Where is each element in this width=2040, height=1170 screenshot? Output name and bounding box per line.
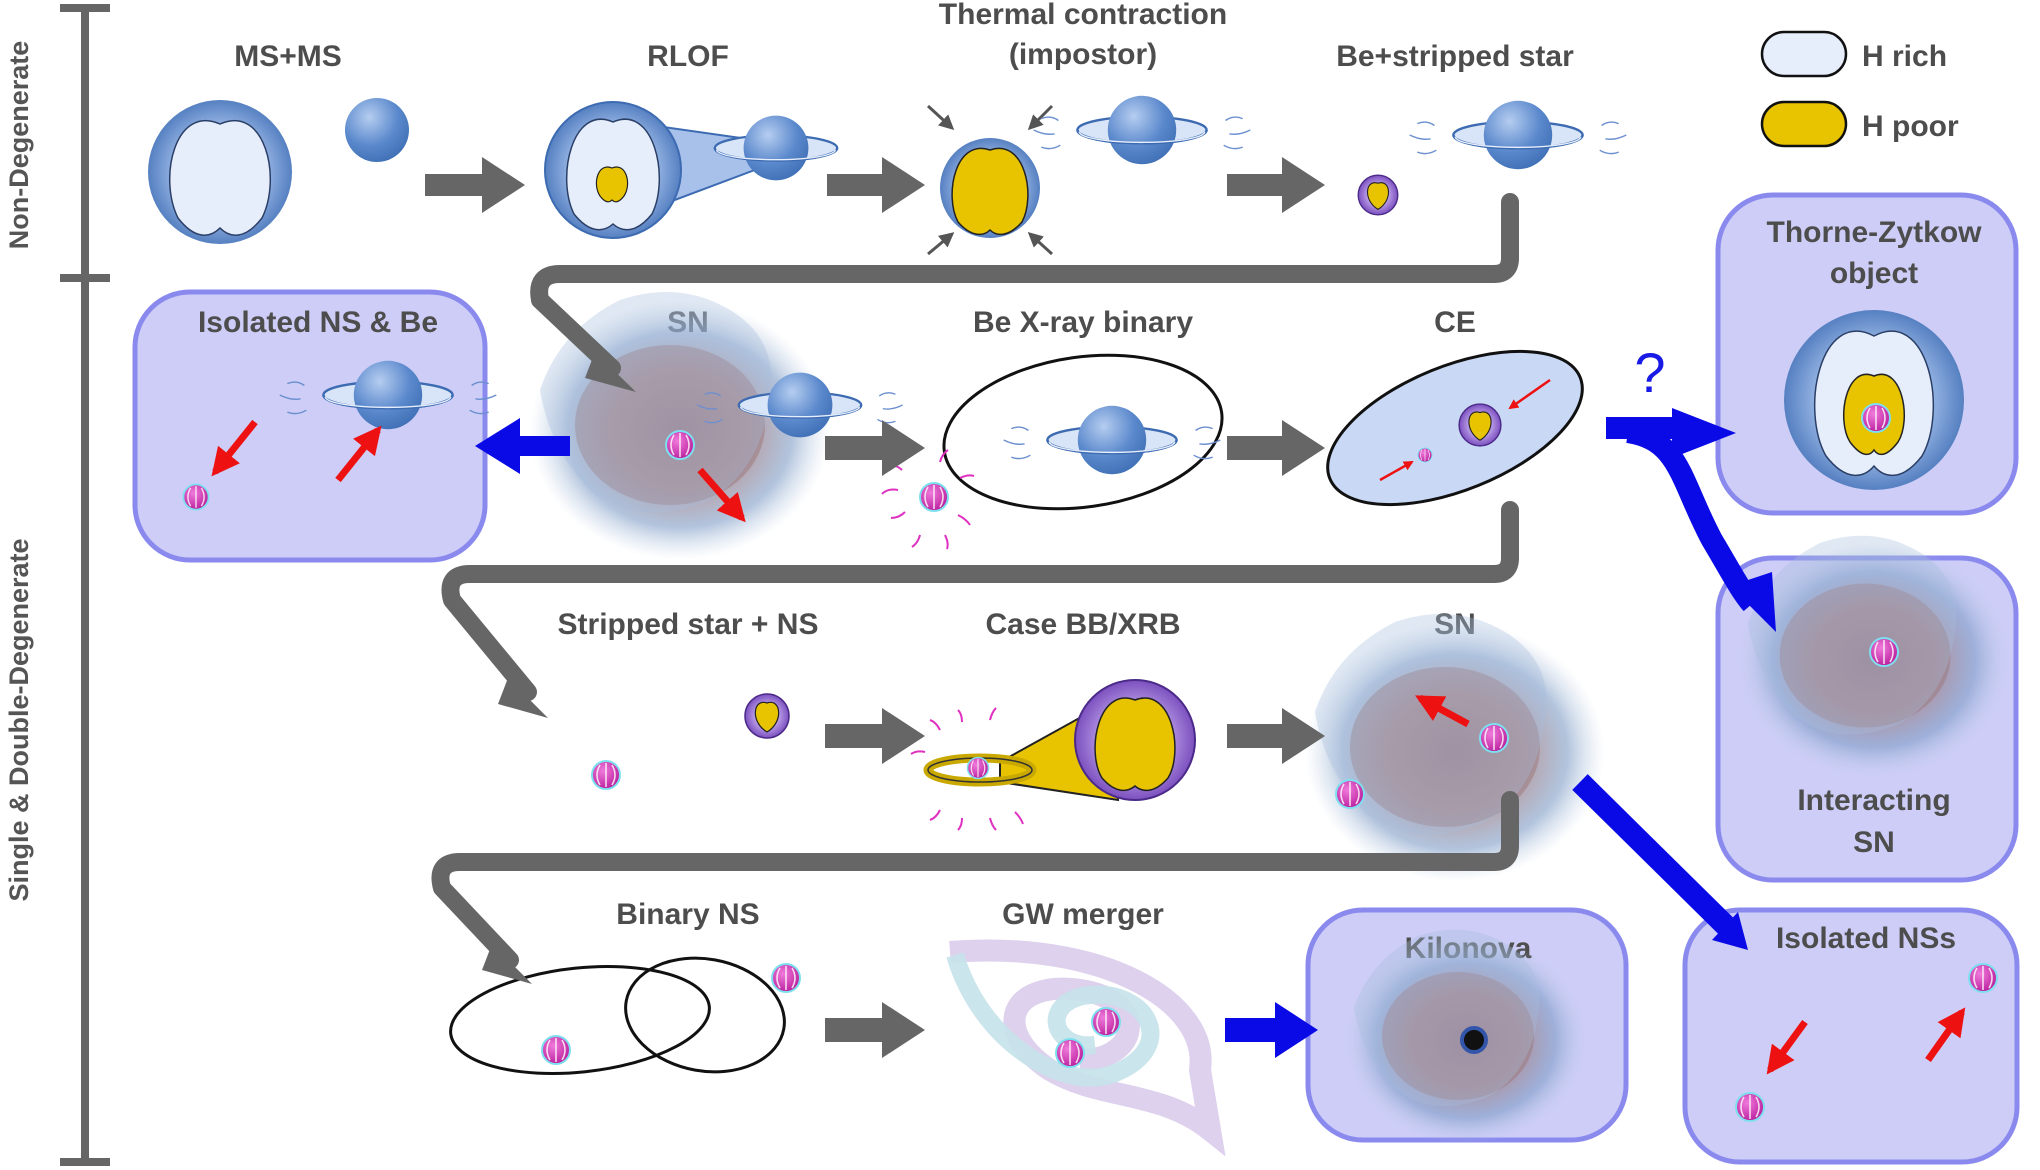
connector-heads	[482, 352, 636, 984]
outcome-arrow	[1225, 1002, 1318, 1058]
kick-arrow	[697, 467, 746, 523]
outcome-arrows	[475, 408, 1776, 1058]
label-rlof: RLOF	[647, 40, 729, 73]
kick-arrow	[1925, 1007, 1966, 1063]
label-interacting-1: Interacting	[1797, 784, 1950, 817]
stripped-ns-system	[591, 693, 790, 790]
ms-ms-system	[148, 98, 409, 244]
label-case-bb: Case BB/XRB	[985, 608, 1180, 641]
label-binary-ns: Binary NS	[616, 898, 759, 931]
side-label-top: Non-Degenerate	[4, 41, 34, 250]
binary-ns-system	[449, 956, 801, 1075]
tzo-content	[1784, 310, 1964, 490]
label-be-stripped: Be+stripped star	[1336, 40, 1574, 73]
label-ce: CE	[1434, 306, 1476, 339]
label-tzo-1: Thorne-Zytkow	[1767, 216, 1983, 249]
label-thermal-1: Thermal contraction	[939, 0, 1227, 31]
flow-arrow	[825, 1002, 925, 1058]
isolated-nss-content	[1735, 963, 1998, 1122]
legend-h-rich-swatch	[1760, 30, 1848, 78]
gw-merger-system	[946, 939, 1226, 1157]
kick-arrow	[211, 419, 258, 477]
label-isolated-ns-be: Isolated NS & Be	[198, 306, 438, 339]
label-ms-ms: MS+MS	[234, 40, 342, 73]
flow-arrow	[1227, 420, 1325, 476]
flow-arrow	[425, 157, 525, 213]
flow-arrow	[827, 157, 925, 213]
kick-arrow	[1766, 1019, 1808, 1075]
rlof-system	[544, 101, 839, 239]
label-thermal-2: (impostor)	[1009, 38, 1157, 71]
sn1-system	[530, 292, 904, 560]
thermal-contraction-system	[926, 94, 1252, 256]
ce-system	[1326, 349, 1584, 507]
sn2-system	[1305, 614, 1605, 882]
outcome-box-isolated-ns-be	[132, 289, 488, 563]
label-be-xrb: Be X-ray binary	[973, 306, 1193, 339]
flow-arrow	[1227, 708, 1325, 764]
legend-h-rich-label: H rich	[1862, 40, 1947, 73]
legend: H rich H poor	[1760, 30, 1959, 148]
outcome-arrow	[1672, 408, 1736, 458]
side-label-bottom: Single & Double-Degenerate	[4, 538, 34, 901]
label-gw-merger: GW merger	[1002, 898, 1164, 931]
kick-arrow	[335, 425, 382, 483]
be-xrb-system	[881, 353, 1224, 550]
flow-arrow	[825, 708, 925, 764]
kick-arrow	[1415, 694, 1470, 728]
kilonova-content	[1346, 929, 1586, 1144]
label-interacting-2: SN	[1853, 826, 1895, 859]
label-question: ?	[1634, 341, 1665, 404]
flow-arrows	[425, 157, 1325, 1058]
case-bb-system	[910, 679, 1196, 831]
label-stripped-ns: Stripped star + NS	[558, 608, 819, 641]
outcome-box-isolated-nss	[1682, 907, 2020, 1165]
label-tzo-2: object	[1830, 257, 1918, 290]
label-isolated-nss: Isolated NSs	[1776, 922, 1956, 955]
row-connectors	[431, 193, 1519, 969]
outcome-arrow	[1730, 572, 1776, 632]
outcome-arrow	[1712, 912, 1748, 950]
legend-h-poor-label: H poor	[1862, 110, 1959, 143]
flow-arrow	[825, 420, 925, 476]
be-stripped-system	[1357, 99, 1628, 216]
legend-h-poor-swatch	[1760, 100, 1848, 148]
isolated-ns-be-content	[182, 359, 498, 511]
timeline-bar	[60, 4, 110, 1166]
outcome-arrow	[475, 418, 570, 474]
flow-arrow	[1227, 157, 1325, 213]
